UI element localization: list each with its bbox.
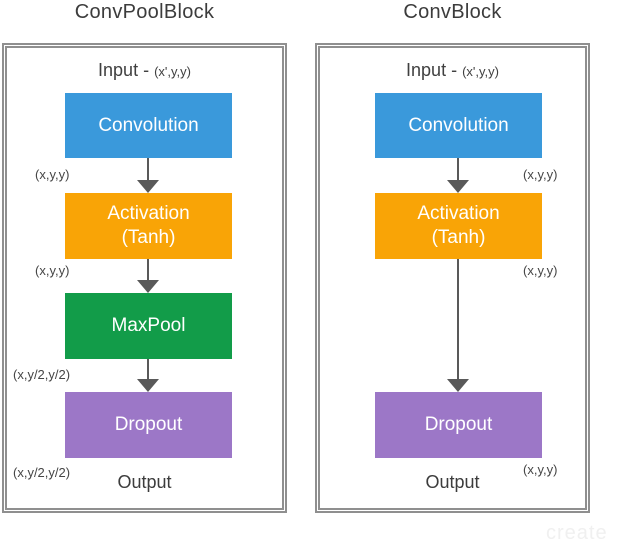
node-dropout-label: Dropout <box>424 414 493 435</box>
dim-label-after-activation: (x,y,y) <box>523 263 558 278</box>
arrow-conv-to-activation-line <box>147 158 149 182</box>
dim-label-output: (x,y/2,y/2) <box>13 465 71 480</box>
arrow-maxpool-to-dropout-head <box>137 379 159 392</box>
convpoolblock-title: ConvPoolBlock <box>74 1 215 23</box>
convblock-panel: Input - (x',y,y) Convolution (x,y,y) Acti… <box>315 43 590 513</box>
output-label: Output <box>425 472 480 492</box>
arrow-activation-to-maxpool-head <box>137 280 159 293</box>
node-activation: Activation (Tanh) <box>65 193 232 259</box>
arrow-conv-to-activation-head <box>137 180 159 193</box>
arrow-activation-to-dropout-line <box>457 259 459 381</box>
node-activation-label: Activation <box>107 203 190 224</box>
arrow-conv-to-activation-head <box>447 180 469 193</box>
node-convolution: Convolution <box>65 93 232 158</box>
convblock-title: ConvBlock <box>403 1 502 23</box>
node-activation-sublabel: (Tanh) <box>121 227 176 248</box>
dim-label-after-conv: (x,y,y) <box>523 167 558 182</box>
node-activation-sublabel: (Tanh) <box>431 227 486 248</box>
arrow-activation-to-dropout-head <box>447 379 469 392</box>
node-convolution-label: Convolution <box>98 114 199 136</box>
input-dims-label: (x',y,y) <box>154 64 191 79</box>
output-label: Output <box>117 472 172 492</box>
node-maxpool-label: MaxPool <box>111 315 186 336</box>
input-dims-label: (x',y,y) <box>462 64 499 79</box>
node-dropout-label: Dropout <box>114 414 183 435</box>
node-convolution-label: Convolution <box>408 114 509 136</box>
convpoolblock-panel: Input - (x',y,y) Convolution (x,y,y) Acti… <box>2 43 287 513</box>
input-row: Input - (x',y,y) <box>320 60 585 81</box>
input-label: Input - <box>406 60 458 80</box>
dim-label-output: (x,y,y) <box>523 462 558 477</box>
dim-label-after-activation: (x,y,y) <box>35 263 70 278</box>
input-label: Input - <box>98 60 150 80</box>
node-convolution: Convolution <box>375 93 542 158</box>
arrow-conv-to-activation-line <box>457 158 459 182</box>
arrow-maxpool-to-dropout-line <box>147 359 149 380</box>
dim-label-after-conv: (x,y,y) <box>35 167 70 182</box>
node-dropout: Dropout <box>65 392 232 458</box>
watermark: create <box>546 522 608 544</box>
node-dropout: Dropout <box>375 392 542 458</box>
node-activation: Activation (Tanh) <box>375 193 542 259</box>
arrow-activation-to-maxpool-line <box>147 259 149 281</box>
dim-label-after-maxpool: (x,y/2,y/2) <box>13 367 71 382</box>
node-activation-label: Activation <box>417 203 500 224</box>
node-maxpool: MaxPool <box>65 293 232 359</box>
input-row: Input - (x',y,y) <box>7 60 282 81</box>
